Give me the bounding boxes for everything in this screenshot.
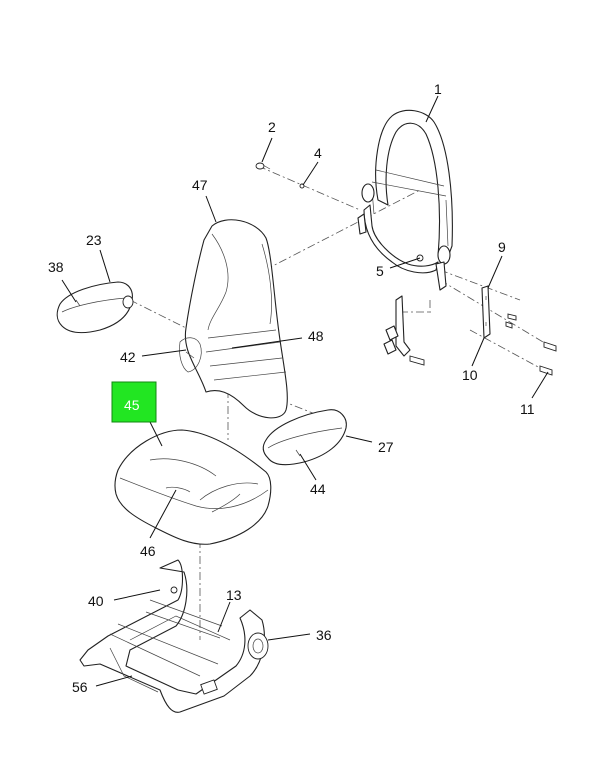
part-lower-pivot-bracket bbox=[383, 295, 425, 366]
callout-4[interactable]: 4 bbox=[314, 145, 322, 161]
callout-9[interactable]: 9 bbox=[498, 239, 506, 255]
callout-44[interactable]: 44 bbox=[310, 481, 326, 497]
callout-46[interactable]: 46 bbox=[140, 543, 156, 559]
callout-1[interactable]: 1 bbox=[434, 81, 442, 97]
callout-38[interactable]: 38 bbox=[48, 259, 64, 275]
part-13-seat-base-frame bbox=[79, 559, 269, 713]
callout-27[interactable]: 27 bbox=[378, 439, 394, 455]
callout-40[interactable]: 40 bbox=[88, 593, 104, 609]
callout-36[interactable]: 36 bbox=[316, 627, 332, 643]
part-23-left-armrest bbox=[56, 281, 134, 334]
highlight-box bbox=[111, 381, 157, 423]
callout-11[interactable]: 11 bbox=[520, 401, 535, 417]
callout-47[interactable]: 47 bbox=[192, 177, 208, 193]
highlighted-callout-45[interactable]: 45 bbox=[111, 381, 157, 423]
center-lines bbox=[129, 165, 549, 640]
callout-56[interactable]: 56 bbox=[72, 679, 88, 695]
part-47-seat-back bbox=[179, 219, 288, 419]
part-45-seat-cushion bbox=[114, 429, 272, 545]
callout-13[interactable]: 13 bbox=[226, 587, 242, 603]
callouts: 1 2 4 47 23 38 5 9 48 42 10 11 27 44 46 … bbox=[48, 81, 535, 695]
hardware-2-bolt bbox=[255, 162, 271, 170]
part-1-upper-frame bbox=[357, 109, 453, 291]
callout-10[interactable]: 10 bbox=[462, 367, 478, 383]
leader-lines bbox=[61, 95, 549, 687]
callout-42[interactable]: 42 bbox=[120, 349, 136, 365]
callout-45: 45 bbox=[124, 397, 140, 413]
callout-48[interactable]: 48 bbox=[308, 328, 324, 344]
callout-2[interactable]: 2 bbox=[268, 119, 276, 135]
hardware-11-bolts bbox=[505, 313, 557, 376]
part-9-10-bracket bbox=[481, 285, 491, 339]
callout-5[interactable]: 5 bbox=[376, 263, 384, 279]
part-27-right-armrest bbox=[262, 409, 347, 466]
callout-23[interactable]: 23 bbox=[86, 232, 102, 248]
